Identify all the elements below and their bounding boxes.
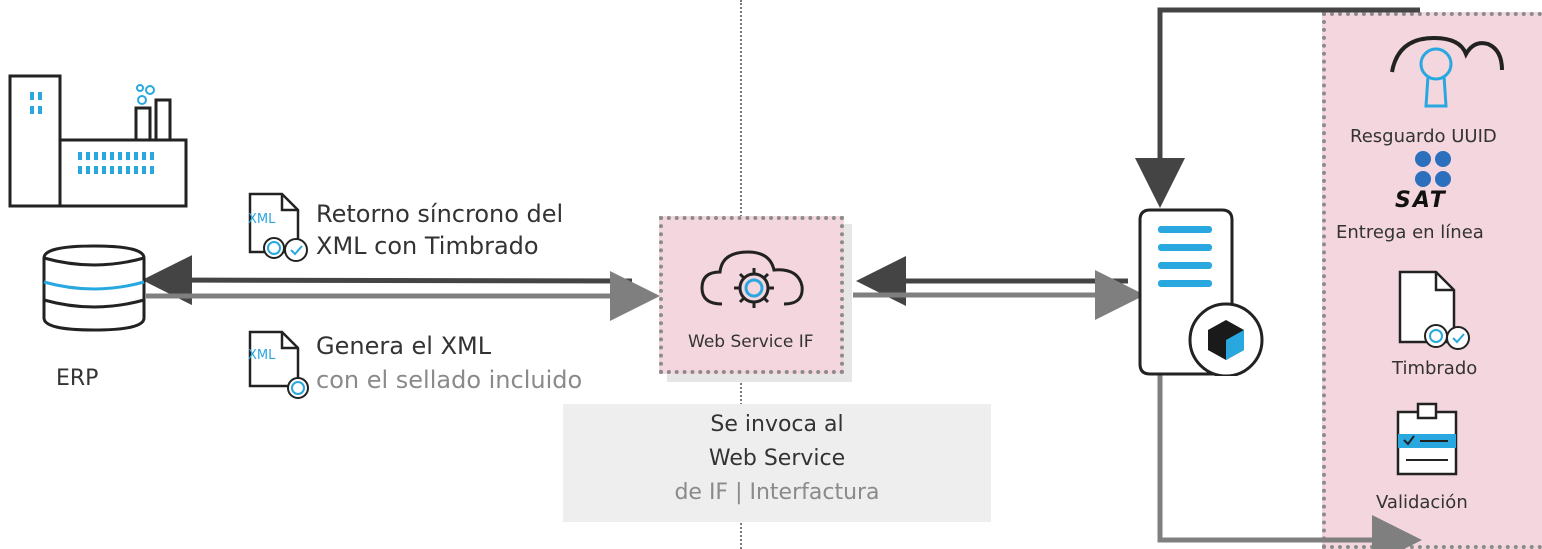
invoke-note-line2: Web Service — [708, 446, 846, 471]
sat-logo — [1415, 151, 1451, 187]
bottom-loop-arrow — [1157, 375, 1422, 549]
xml-generate-tag: XML — [248, 348, 276, 363]
service-validacion-label: Validación — [1376, 492, 1468, 513]
top-loop-arrow — [1135, 7, 1420, 208]
erp-label: ERP — [56, 366, 99, 391]
generate-step-line2: con el sellado incluido — [316, 366, 583, 394]
return-arrow — [142, 255, 633, 306]
generate-step-line1: Genera el XML — [316, 332, 492, 360]
service-resguardo-label: Resguardo UUID — [1350, 126, 1497, 147]
factory-icon — [8, 74, 188, 208]
database-icon — [42, 244, 146, 332]
clipboard-check-icon — [1396, 402, 1458, 476]
cloud-keyhole-icon — [1390, 35, 1504, 108]
service-entrega-label: Entrega en línea — [1336, 222, 1484, 243]
server-icon — [1136, 208, 1272, 378]
stamped-document-icon — [1398, 270, 1470, 350]
service-timbrado-label: Timbrado — [1392, 358, 1478, 379]
return-step-line1: Retorno síncrono del — [316, 200, 564, 228]
xml-return-tag: XML — [248, 212, 276, 227]
invoke-note: Se invoca al Web Service de IF | Interfa… — [563, 404, 991, 522]
xml-return-document-icon: XML — [246, 192, 312, 264]
invoke-note-line1: Se invoca al — [710, 412, 844, 437]
cloud-gear-icon — [700, 250, 804, 308]
sat-logo-text: SAT — [1395, 188, 1447, 213]
xml-generate-document-icon: XML — [246, 330, 312, 402]
web-service-label: Web Service IF — [688, 332, 814, 352]
invoke-note-line3: de IF | Interfactura — [674, 480, 880, 505]
return-step-line2: XML con Timbrado — [316, 232, 539, 260]
